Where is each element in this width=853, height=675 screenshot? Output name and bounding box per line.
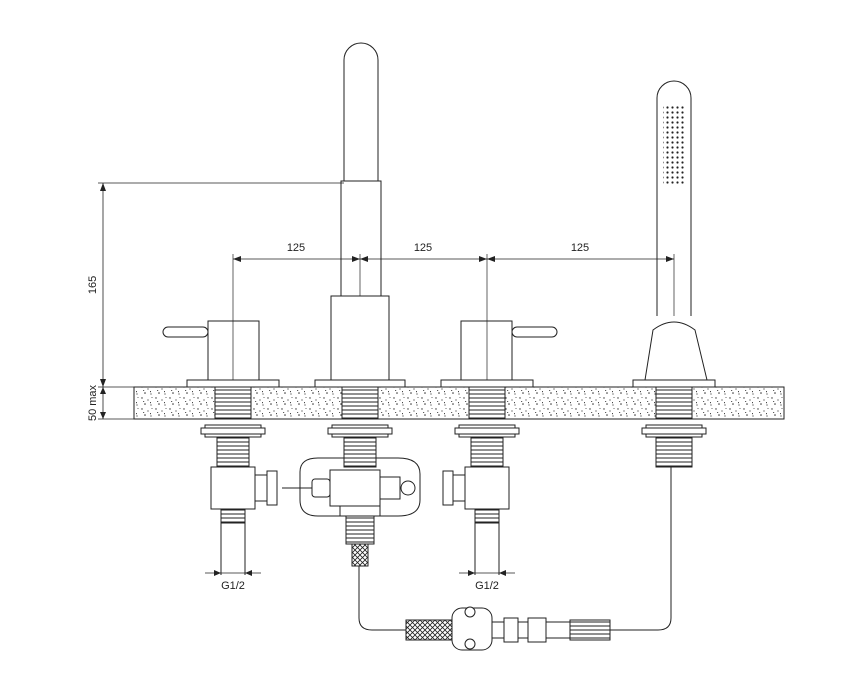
dimension-labels: 125 125 125 165 50 max G1/2 G1/2 — [87, 242, 589, 592]
thread-label-left: G1/2 — [221, 580, 245, 592]
hand-shower — [632, 80, 716, 468]
spacing-label-2: 125 — [414, 242, 432, 254]
height-label: 165 — [87, 276, 99, 294]
spout — [314, 42, 406, 468]
diverter — [282, 457, 421, 567]
right-valve — [440, 320, 558, 575]
shower-hose — [358, 467, 672, 651]
left-valve — [162, 320, 280, 575]
dimension-lines — [98, 182, 675, 576]
deck-thickness-label: 50 max — [87, 384, 99, 421]
spacing-label-1: 125 — [287, 242, 305, 254]
spacing-label-3: 125 — [571, 242, 589, 254]
thread-label-right: G1/2 — [475, 580, 499, 592]
